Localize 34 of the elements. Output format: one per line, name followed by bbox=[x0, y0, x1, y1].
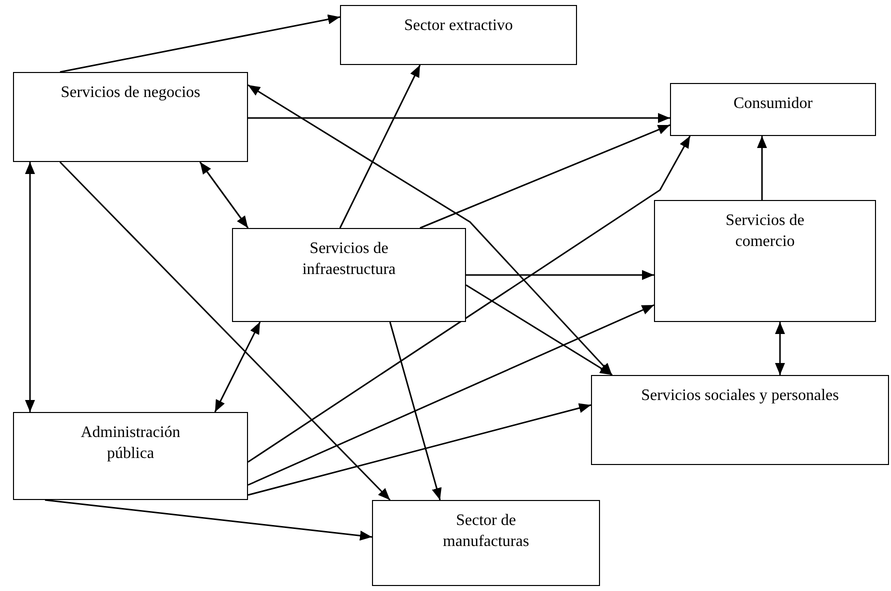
sector-box bbox=[232, 228, 466, 322]
box-label: Sector extractivo bbox=[404, 16, 513, 36]
box-label: Servicios sociales y personales bbox=[641, 386, 839, 406]
arrow bbox=[248, 136, 691, 463]
sector-box bbox=[591, 375, 889, 465]
arrow bbox=[248, 113, 670, 123]
box-label: Consumidor bbox=[733, 94, 813, 114]
arrow bbox=[466, 284, 612, 376]
box-label: Servicios de comercio bbox=[724, 211, 806, 252]
box-label: Servicios de infraestructura bbox=[301, 239, 397, 280]
sector-box bbox=[654, 200, 876, 322]
sector-box bbox=[13, 412, 248, 500]
arrow bbox=[248, 304, 654, 486]
arrow bbox=[214, 322, 261, 412]
arrow bbox=[757, 136, 767, 200]
arrow bbox=[420, 124, 670, 229]
arrow bbox=[248, 84, 613, 376]
sector-box bbox=[670, 83, 876, 136]
sector-box bbox=[340, 5, 577, 65]
arrow bbox=[775, 322, 785, 375]
arrow bbox=[199, 162, 249, 228]
box-label: Administración pública bbox=[80, 423, 182, 464]
arrow bbox=[59, 161, 391, 501]
arrow bbox=[466, 270, 654, 280]
arrow bbox=[60, 14, 340, 73]
arrow bbox=[25, 162, 35, 412]
sector-box bbox=[372, 500, 600, 586]
arrow bbox=[339, 64, 421, 228]
arrow bbox=[248, 403, 592, 496]
box-label: Sector de manufacturas bbox=[442, 511, 530, 552]
arrow bbox=[44, 499, 372, 541]
arrow bbox=[389, 322, 442, 500]
sector-box bbox=[13, 72, 248, 162]
box-label: Servicios de negocios bbox=[60, 83, 200, 103]
